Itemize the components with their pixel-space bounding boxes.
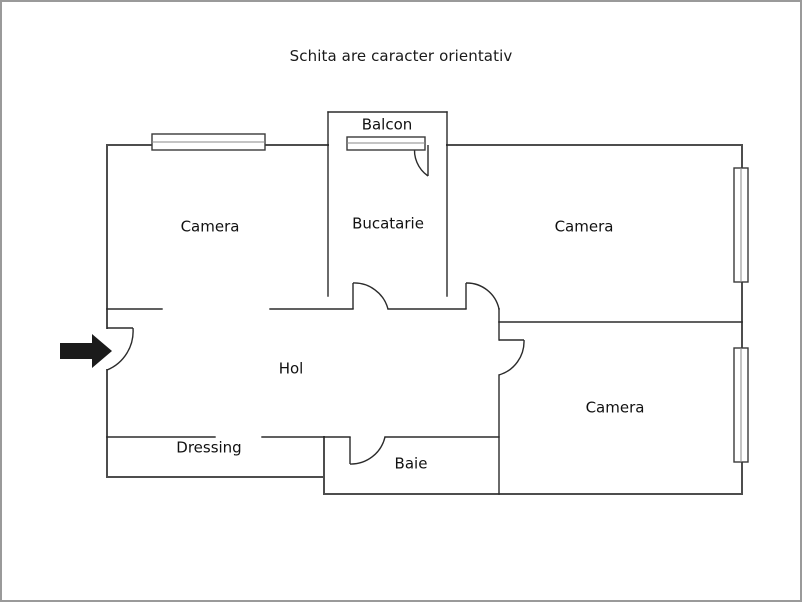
room-label-camera-left: Camera: [181, 218, 240, 236]
page-title: Schita are caracter orientativ: [289, 47, 513, 65]
room-label-baie: Baie: [395, 455, 428, 473]
camera-bottom-right-door: [498, 339, 525, 376]
room-label-camera-bottom-right: Camera: [586, 399, 645, 417]
room-label-dressing: Dressing: [176, 439, 241, 457]
room-label-bucatarie: Bucatarie: [352, 215, 424, 233]
camera-top-right-door-arc: [465, 282, 500, 310]
camera-bottom-right-window: [733, 347, 749, 463]
room-label-camera-top-right: Camera: [555, 218, 614, 236]
baie-door: [349, 436, 386, 465]
entrance-door-arc: [106, 327, 134, 371]
entrance-door: [106, 327, 134, 371]
balcon-window: [346, 136, 426, 151]
camera-left-window: [151, 133, 266, 151]
entrance-direction-arrow: [60, 334, 112, 368]
room-label-hol: Hol: [279, 360, 304, 378]
doors: [106, 144, 525, 465]
camera-top-right-door: [465, 282, 500, 310]
bucatarie-door: [352, 282, 389, 310]
room-label-balcon: Balcon: [362, 116, 413, 134]
windows: [151, 133, 749, 463]
interior-walls: [106, 144, 743, 495]
entrance-arrow-glyph: [60, 334, 112, 368]
bucatarie-door-arc: [352, 282, 389, 310]
camera-bottom-right-door-arc: [498, 339, 525, 376]
camera-top-right-window: [733, 167, 749, 283]
balcony-structure: [327, 111, 448, 146]
room-labels: Camera Balcon Bucatarie Camera Hol Dress…: [176, 116, 644, 473]
baie-door-arc: [349, 436, 386, 465]
